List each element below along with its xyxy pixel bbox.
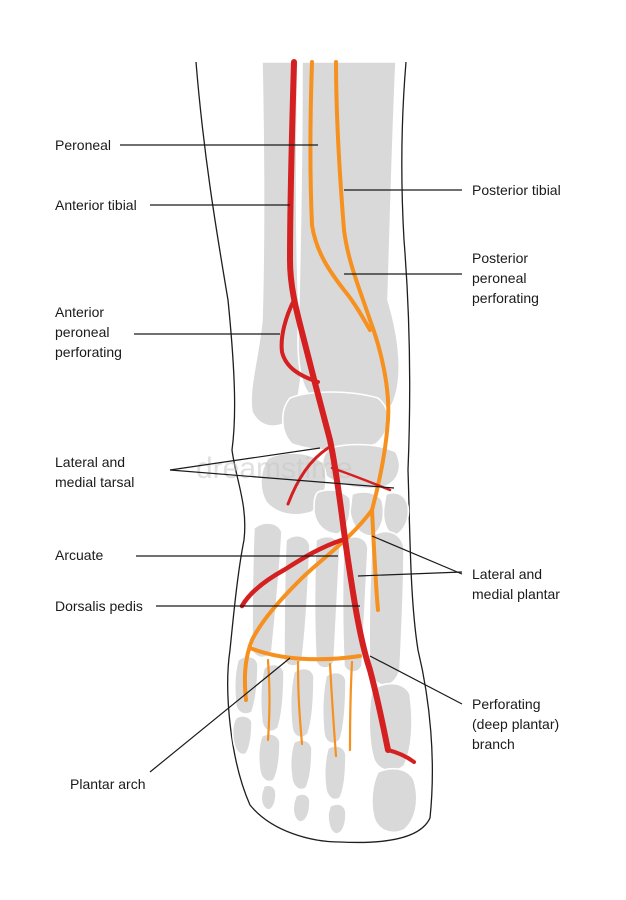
label-posterior-peroneal-perforating: Posterior peroneal perforating <box>472 250 539 306</box>
plantar-arch-artery <box>248 646 362 662</box>
anterior-arteries <box>239 59 416 764</box>
talus-bone <box>281 391 390 451</box>
foot-outline <box>195 61 433 844</box>
label-lateral-medial-plantar: Lateral and medial plantar <box>472 566 560 602</box>
tarsal-branch <box>286 446 330 506</box>
dorsalis-pedis-artery <box>386 748 416 764</box>
anterior-tibial-artery <box>287 59 391 753</box>
posterior-tibial-artery <box>334 60 391 512</box>
leader-lines <box>120 144 463 773</box>
label-dorsalis-pedis: Dorsalis pedis <box>55 598 143 614</box>
label-arcuate: Arcuate <box>55 547 104 563</box>
arcuate-artery <box>239 537 345 609</box>
label-anterior-peroneal-perforating: Anterior peroneal perforating <box>55 304 122 360</box>
medial-plantar-artery <box>370 508 380 612</box>
label-peroneal: Peroneal <box>55 137 112 153</box>
anterior-peroneal-perforating-artery <box>279 298 320 384</box>
posterior-arteries <box>242 60 391 758</box>
posterior-peroneal-perforating-artery <box>308 60 372 332</box>
label-perforating-deep-plantar: Perforating (deep plantar) branch <box>472 696 560 752</box>
foot-bones <box>231 61 418 835</box>
label-posterior-tibial: Posterior tibial <box>472 182 561 198</box>
cuboid-bone <box>260 452 327 516</box>
lateral-plantar-artery <box>242 508 374 702</box>
label-anterior-tibial: Anterior tibial <box>55 197 137 213</box>
watermark: dreamstime <box>196 452 353 485</box>
label-plantar-arch: Plantar arch <box>70 776 146 792</box>
label-lateral-medial-tarsal: Lateral and medial tarsal <box>55 454 135 490</box>
